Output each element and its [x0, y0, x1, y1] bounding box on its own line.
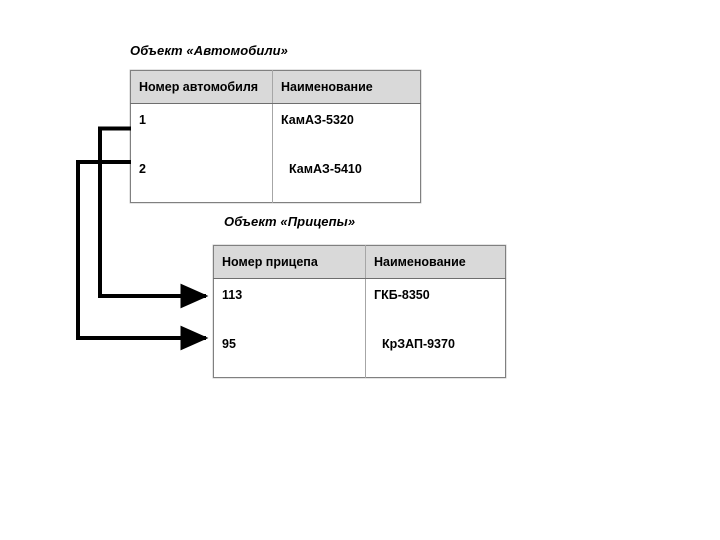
trailers-section-caption: Объект «Прицепы» [224, 214, 356, 229]
table-row: 113 ГКБ-8350 [213, 278, 506, 328]
table-row: 2 КамАЗ-5410 [130, 153, 421, 203]
vehicle-row-2-name: КамАЗ-5410 [272, 153, 421, 203]
vehicles-header-number: Номер автомобиля [130, 70, 273, 104]
trailer-row-95-number: 95 [213, 328, 366, 378]
vehicles-header-name: Наименование [272, 70, 421, 104]
trailers-table: Номер прицепа Наименование 113 ГКБ-8350 … [213, 245, 506, 378]
trailer-row-113-number: 113 [213, 278, 366, 328]
table-row: 95 КрЗАП-9370 [213, 328, 506, 378]
vehicle-row-1-name: КамАЗ-5320 [272, 103, 421, 153]
vehicles-table-header-row: Номер автомобиля Наименование [130, 70, 421, 104]
trailer-row-113-name: ГКБ-8350 [365, 278, 506, 328]
table-row: 1 КамАЗ-5320 [130, 103, 421, 153]
trailers-header-name: Наименование [365, 245, 506, 279]
vehicles-table: Номер автомобиля Наименование 1 КамАЗ-53… [130, 70, 421, 203]
trailer-row-95-name: КрЗАП-9370 [365, 328, 506, 378]
vehicles-section-caption: Объект «Автомобили» [130, 43, 289, 58]
trailers-header-number: Номер прицепа [213, 245, 366, 279]
trailers-table-header-row: Номер прицепа Наименование [213, 245, 506, 279]
vehicle-row-2-number: 2 [130, 153, 273, 203]
vehicle-row-1-number: 1 [130, 103, 273, 153]
